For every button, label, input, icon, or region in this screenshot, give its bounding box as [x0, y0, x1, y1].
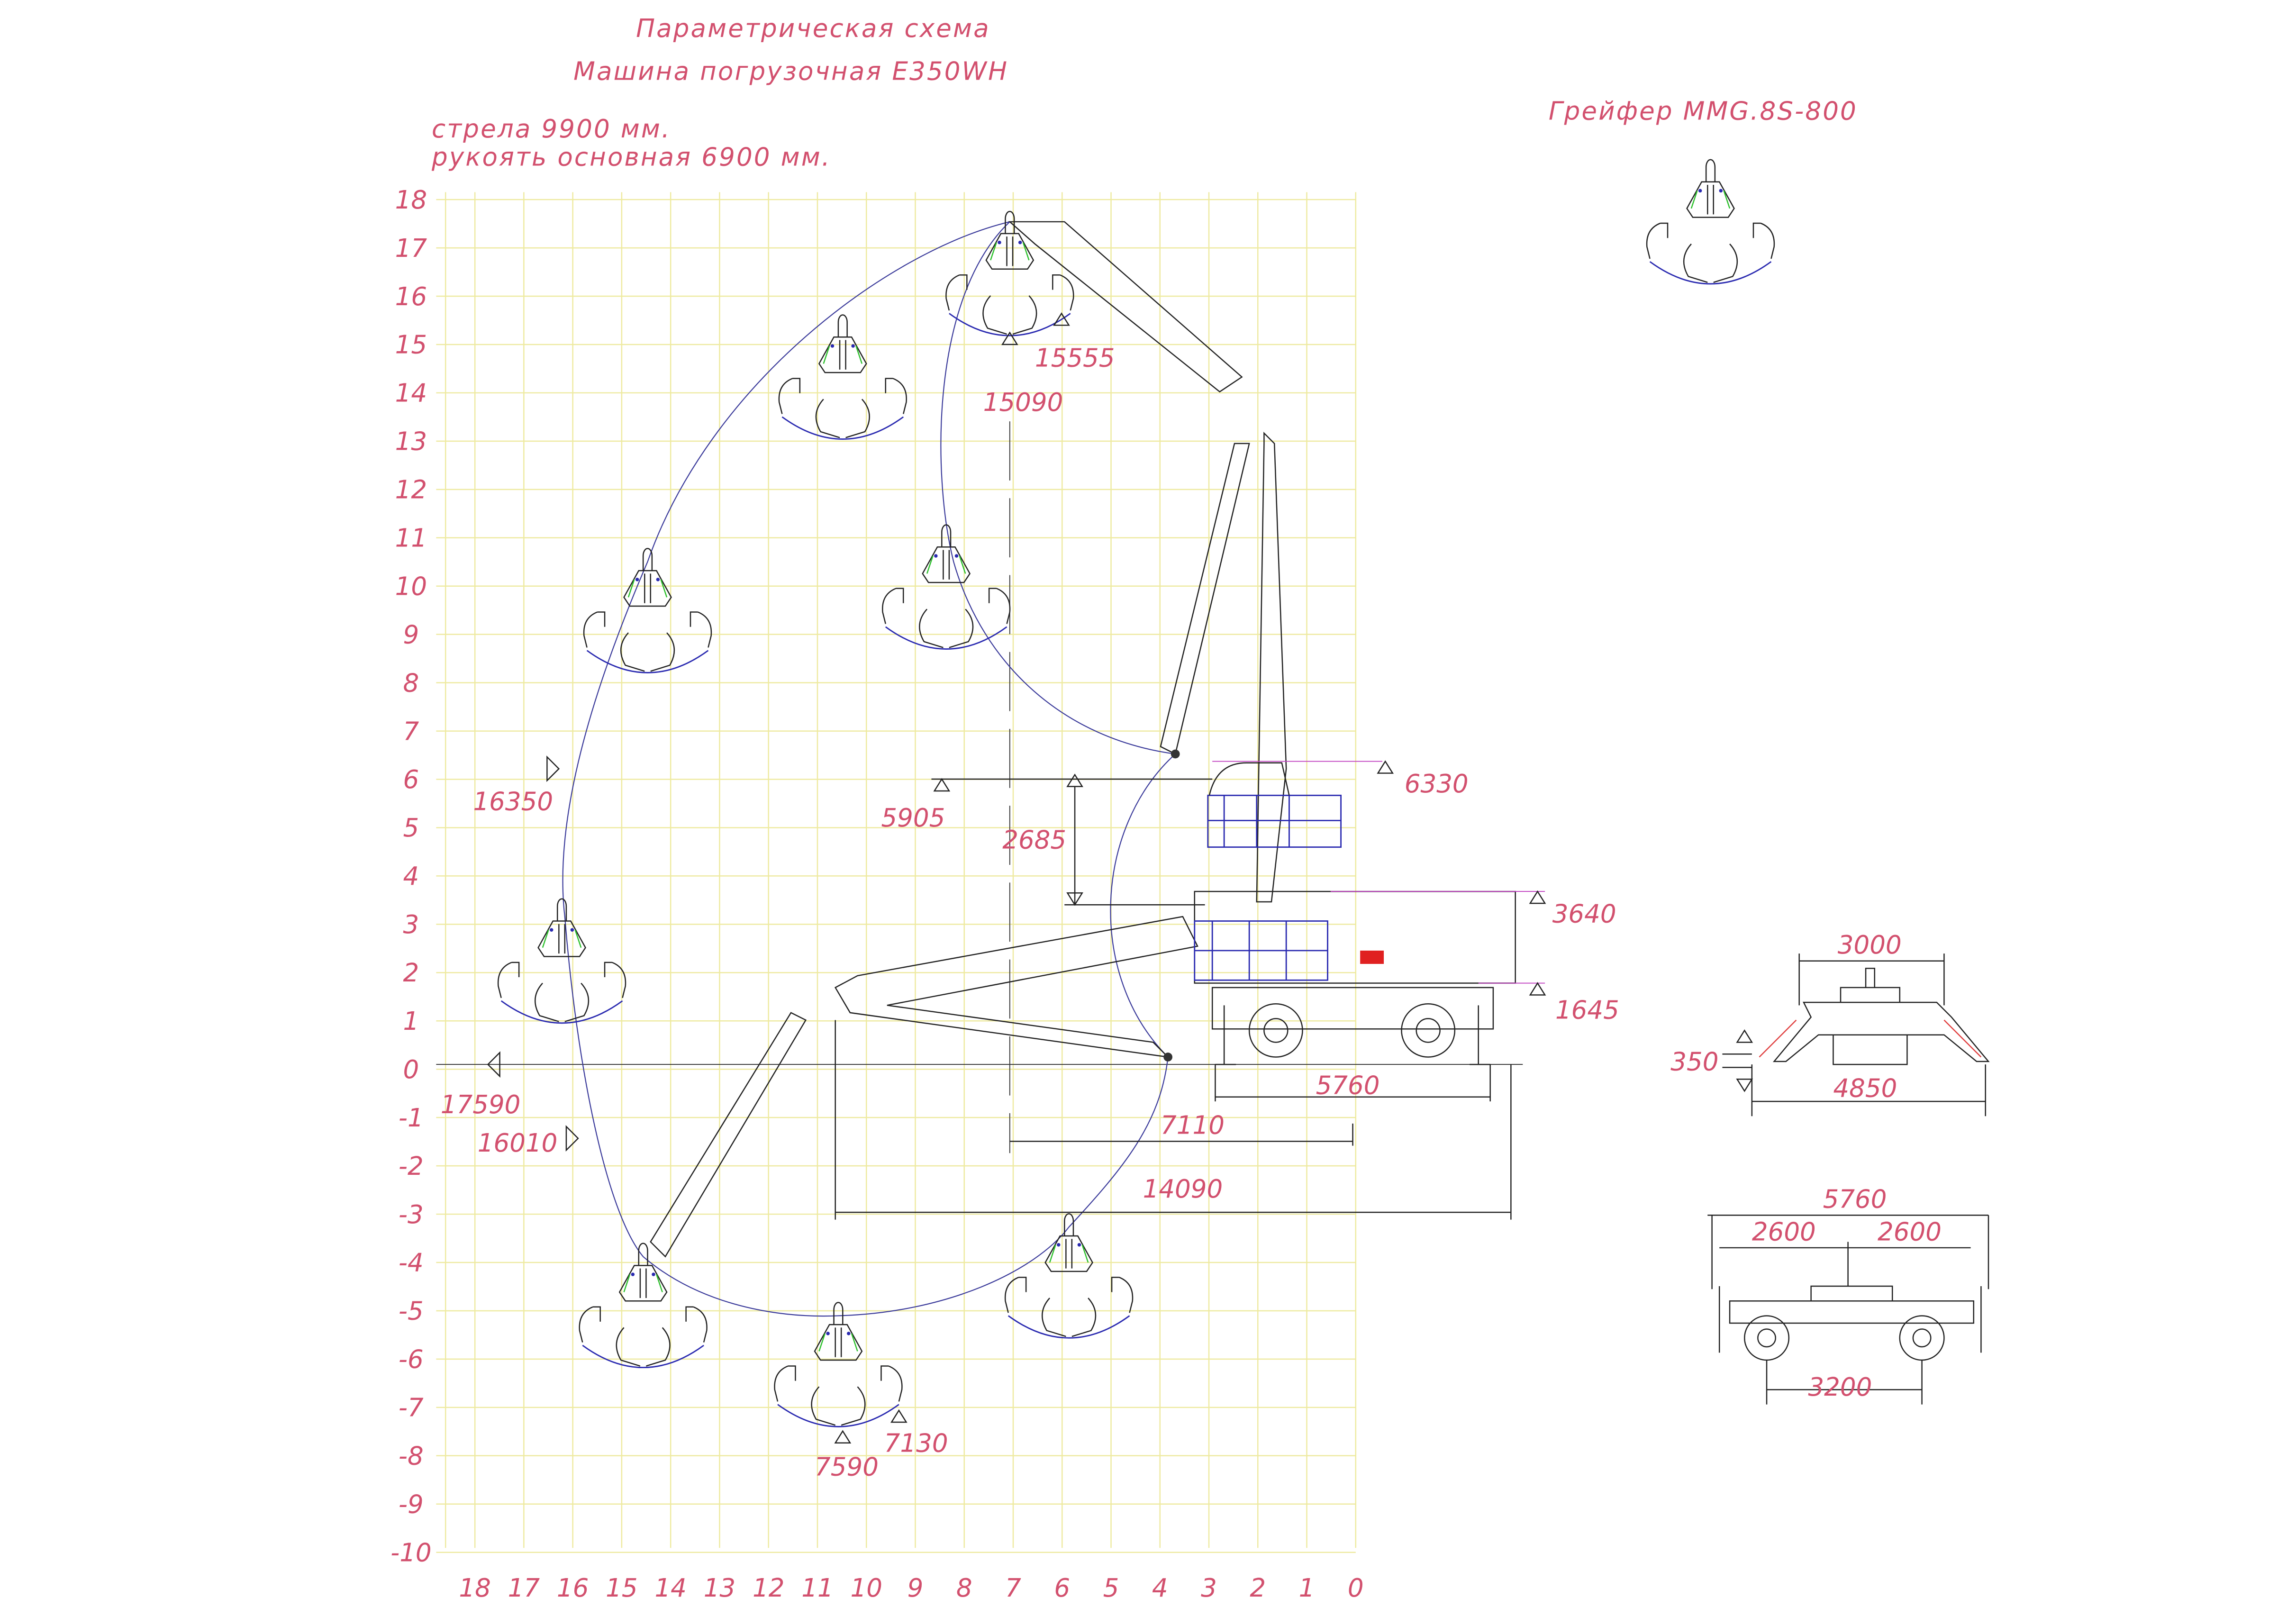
y-tick-label: 5	[403, 813, 419, 843]
y-tick-label: -8	[399, 1442, 424, 1471]
y-tick-label: -1	[399, 1103, 424, 1133]
x-tick-label: 1	[1299, 1573, 1315, 1603]
grapple-model: Грейфер MMG.8S-800	[1549, 97, 1858, 126]
y-tick-label: -6	[399, 1345, 424, 1374]
grapple-icon	[583, 547, 712, 673]
y-tick-label: 18	[395, 185, 427, 215]
y-tick-label: 4	[403, 862, 419, 891]
side-half-left-2600: 2600	[1752, 1217, 1816, 1246]
y-tick-label: 11	[395, 524, 427, 553]
y-tick-label: 3	[403, 910, 419, 939]
x-tick-label: 17	[508, 1573, 540, 1603]
inner-envelope	[940, 221, 1176, 755]
dim-6330: 6330	[1405, 769, 1469, 799]
x-tick-label: 2	[1250, 1573, 1266, 1603]
y-tick-label: 2	[403, 958, 419, 988]
y-tick-label: -10	[390, 1538, 432, 1567]
excavator	[650, 221, 1516, 1258]
boom-length: стрела 9900 мм.	[432, 114, 671, 144]
grapple-icon	[881, 524, 1011, 650]
y-tick-label: -2	[399, 1152, 424, 1181]
x-tick-label: 6	[1054, 1573, 1070, 1603]
dim-2685: 2685	[1002, 826, 1066, 855]
dim-3640: 3640	[1552, 899, 1616, 929]
x-tick-label: 13	[704, 1573, 735, 1603]
x-tick-label: 11	[801, 1573, 833, 1603]
y-tick-label: -9	[399, 1489, 424, 1519]
y-tick-label: 8	[403, 668, 419, 698]
dim-15090: 15090	[983, 388, 1063, 417]
x-tick-label: 0	[1348, 1573, 1364, 1603]
x-tick-label: 18	[459, 1573, 490, 1603]
y-tick-label: 9	[403, 620, 419, 649]
dim-5760: 5760	[1316, 1071, 1380, 1100]
x-tick-label: 14	[654, 1573, 686, 1603]
machine-model: Машина погрузочная E350WH	[573, 56, 1008, 86]
front-view: 3000 350 4850	[1670, 930, 1990, 1117]
dim-5905: 5905	[881, 803, 945, 833]
x-tick-label: 16	[557, 1573, 589, 1603]
dim-17590: 17590	[441, 1090, 521, 1119]
grapple-icon	[1004, 1213, 1134, 1339]
dim-15555: 15555	[1035, 344, 1115, 373]
grapple-reference-icon	[1646, 159, 1775, 285]
y-tick-label: -4	[399, 1248, 424, 1278]
low-envelope	[1110, 754, 1176, 1058]
dimension-lines	[487, 312, 1546, 1444]
y-tick-label: 14	[395, 379, 427, 408]
y-tick-label: 10	[395, 572, 427, 601]
grapple-positions	[497, 159, 1775, 1427]
x-tick-label: 12	[753, 1573, 784, 1603]
grid	[436, 192, 1357, 1553]
title: Параметрическая схема	[636, 14, 990, 43]
y-tick-label: 15	[395, 330, 427, 360]
y-tick-label: 13	[395, 427, 427, 456]
front-width-4850: 4850	[1833, 1074, 1897, 1103]
dim-7110: 7110	[1161, 1111, 1225, 1140]
arm-length: рукоять основная 6900 мм.	[431, 142, 831, 172]
x-tick-label: 10	[850, 1573, 882, 1603]
grapple-icon	[773, 1301, 903, 1427]
dim-7130: 7130	[884, 1428, 948, 1458]
x-tick-label: 4	[1152, 1573, 1168, 1603]
front-height-350: 350	[1670, 1047, 1718, 1077]
y-tick-label: -5	[399, 1297, 424, 1326]
dim-16350: 16350	[473, 787, 553, 817]
side-half-right-2600: 2600	[1878, 1217, 1942, 1246]
y-tick-label: -3	[399, 1200, 424, 1229]
dim-14090: 14090	[1143, 1174, 1223, 1204]
front-width-3000: 3000	[1838, 930, 1902, 960]
dimension-labels: 15555 15090 16350 5905 2685 6330 3640 16…	[441, 344, 1619, 1482]
x-tick-label: 3	[1201, 1573, 1217, 1603]
grapple-icon	[497, 898, 626, 1024]
side-length-5760: 5760	[1823, 1185, 1887, 1214]
grapple-icon	[945, 210, 1074, 336]
x-tick-label: 8	[956, 1573, 972, 1603]
x-tick-label: 7	[1005, 1573, 1021, 1603]
y-tick-label: 17	[395, 234, 427, 263]
y-tick-label: 0	[403, 1055, 419, 1084]
grapple-icon	[778, 314, 908, 440]
y-axis-ticks: 1817161514131211109876543210-1-2-3-4-5-6…	[390, 185, 432, 1568]
dim-16010: 16010	[478, 1128, 558, 1158]
dim-1645: 1645	[1555, 995, 1619, 1025]
y-tick-label: 7	[403, 717, 419, 746]
x-tick-label: 15	[606, 1573, 637, 1603]
outer-envelope	[562, 221, 1169, 1317]
y-tick-label: -7	[399, 1393, 424, 1423]
y-tick-label: 1	[403, 1007, 419, 1036]
side-wheelbase-3200: 3200	[1808, 1372, 1872, 1402]
y-tick-label: 16	[395, 282, 427, 311]
dim-7590: 7590	[815, 1452, 879, 1481]
side-view: 5760 2600 2600 3200	[1707, 1185, 1989, 1405]
x-tick-label: 9	[908, 1573, 924, 1603]
y-tick-label: 6	[403, 765, 419, 794]
y-tick-label: 12	[395, 475, 427, 505]
x-tick-label: 5	[1103, 1573, 1119, 1603]
